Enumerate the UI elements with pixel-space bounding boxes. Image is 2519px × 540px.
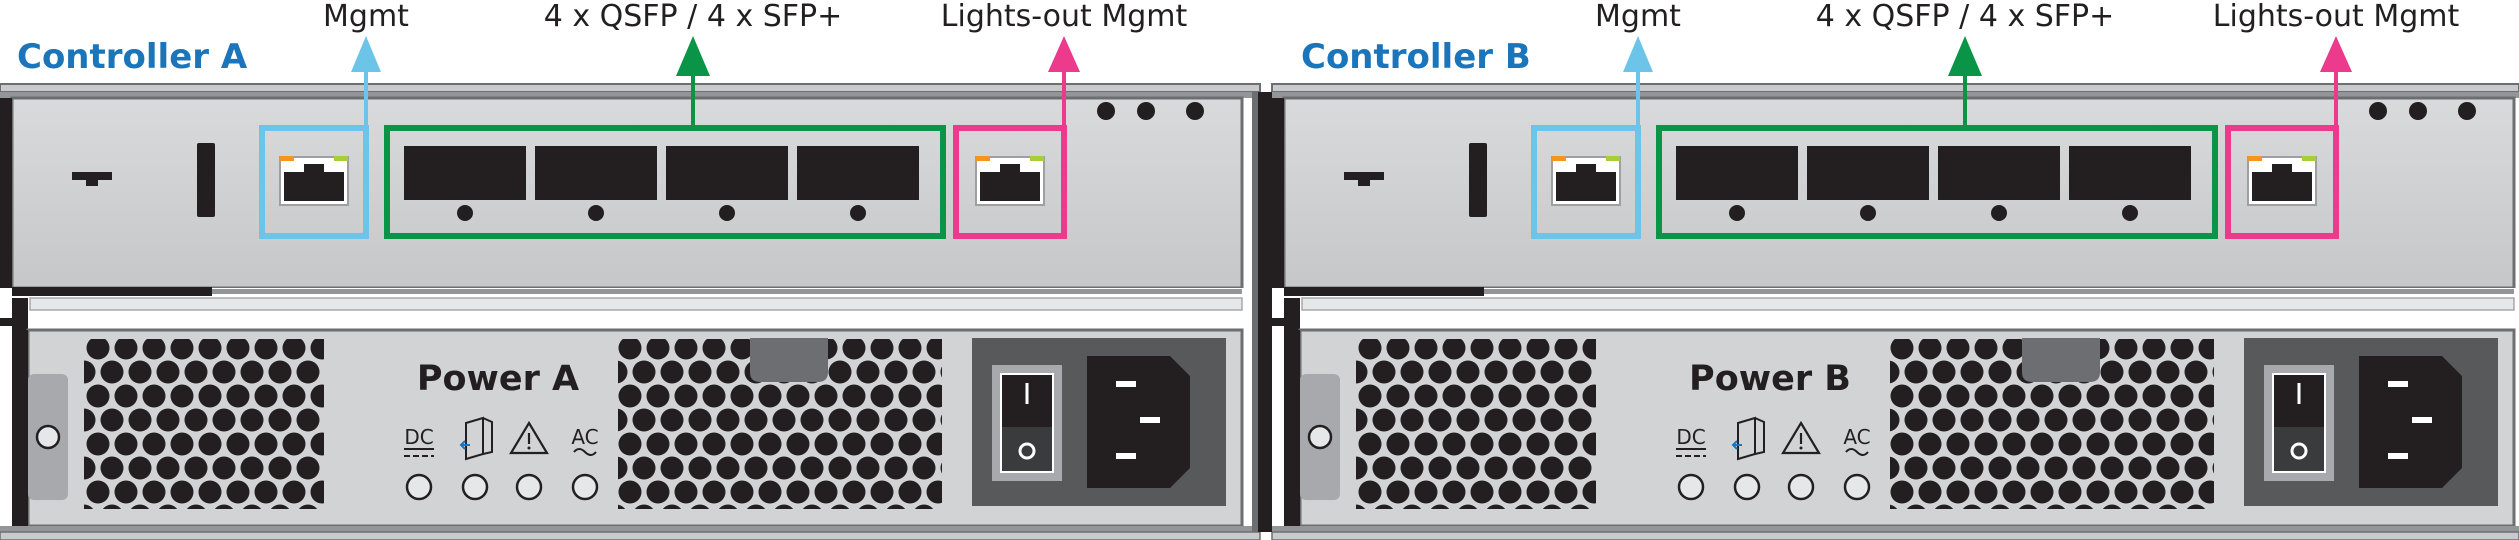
controller-title: Controller A xyxy=(17,37,248,77)
chassis-divider xyxy=(1258,92,1272,532)
lom-label: Lights-out Mgmt xyxy=(941,0,1188,34)
lights-out-mgmt-port[interactable] xyxy=(953,125,1067,239)
power-label: Power B xyxy=(1689,359,1851,399)
ports-label: 4 x QSFP / 4 x SFP+ xyxy=(544,0,843,34)
door-icon xyxy=(1731,416,1765,461)
status-led xyxy=(1186,102,1204,120)
status-led xyxy=(2409,102,2427,120)
lom-callout-arrow xyxy=(1048,36,1080,128)
dc-symbol-icon: DC xyxy=(404,425,433,449)
sfp-cage-icon[interactable] xyxy=(2069,146,2191,200)
iec-inlet-icon xyxy=(1087,356,1190,488)
hazard-warning-icon xyxy=(509,420,549,455)
door-led xyxy=(1733,473,1761,501)
ports-label: 4 x QSFP / 4 x SFP+ xyxy=(1816,0,2115,34)
lom-label: Lights-out Mgmt xyxy=(2213,0,2460,34)
power-switch-icon[interactable] xyxy=(2264,365,2334,481)
mgmt-callout-arrow xyxy=(1623,36,1653,128)
sfp-cage-icon[interactable] xyxy=(404,146,526,200)
controller-b-half: Controller B xyxy=(1271,0,2519,540)
sfp-ports-group xyxy=(384,125,946,239)
status-led xyxy=(1137,102,1155,120)
hazard-warning-icon xyxy=(1781,420,1821,455)
latch-icon xyxy=(1344,172,1384,186)
handle-slot xyxy=(1469,143,1487,217)
rj45-port-icon xyxy=(1556,164,1616,201)
status-led xyxy=(2458,102,2476,120)
mgmt-label: Mgmt xyxy=(323,0,409,34)
rj45-port-icon xyxy=(2252,164,2312,201)
vent-grille xyxy=(1356,339,1596,509)
psu-latch xyxy=(750,338,828,382)
vent-grille xyxy=(84,339,324,509)
mgmt-port[interactable] xyxy=(1531,125,1641,239)
lights-out-mgmt-port[interactable] xyxy=(2225,125,2339,239)
latch-icon xyxy=(72,172,112,186)
iec-inlet-icon xyxy=(2359,356,2462,488)
ac-led xyxy=(571,473,599,501)
fault-led xyxy=(515,473,543,501)
door-led xyxy=(461,473,489,501)
sfp-cage-icon[interactable] xyxy=(535,146,657,200)
lom-callout-arrow xyxy=(2320,36,2352,128)
sfp-cage-icon[interactable] xyxy=(1938,146,2060,200)
sfp-cage-icon[interactable] xyxy=(1807,146,1929,200)
psu-latch xyxy=(2022,338,2100,382)
rj45-port-icon xyxy=(980,164,1040,201)
status-led xyxy=(2369,102,2387,120)
fault-led xyxy=(1787,473,1815,501)
sfp-ports-group xyxy=(1656,125,2218,239)
dc-led xyxy=(405,473,433,501)
power-switch-icon[interactable] xyxy=(992,365,1062,481)
ac-symbol-icon: AC xyxy=(571,425,598,449)
sfp-cage-icon[interactable] xyxy=(666,146,788,200)
ac-led xyxy=(1843,473,1871,501)
handle-slot xyxy=(197,143,215,217)
controller-a-half: Controller A xyxy=(0,0,1261,540)
rj45-port-icon xyxy=(284,164,344,201)
mgmt-label: Mgmt xyxy=(1595,0,1681,34)
mgmt-port[interactable] xyxy=(259,125,369,239)
door-icon xyxy=(459,416,493,461)
sfp-cage-icon[interactable] xyxy=(797,146,919,200)
mgmt-callout-arrow xyxy=(351,36,381,128)
dc-symbol-icon: DC xyxy=(1676,425,1705,449)
chassis-divider xyxy=(1252,92,1258,532)
controller-title: Controller B xyxy=(1301,37,1531,77)
dc-led xyxy=(1677,473,1705,501)
sfp-cage-icon[interactable] xyxy=(1676,146,1798,200)
ports-callout-arrow xyxy=(676,36,710,128)
ports-callout-arrow xyxy=(1948,36,1982,128)
status-led xyxy=(1097,102,1115,120)
ac-symbol-icon: AC xyxy=(1843,425,1870,449)
power-label: Power A xyxy=(417,359,579,399)
